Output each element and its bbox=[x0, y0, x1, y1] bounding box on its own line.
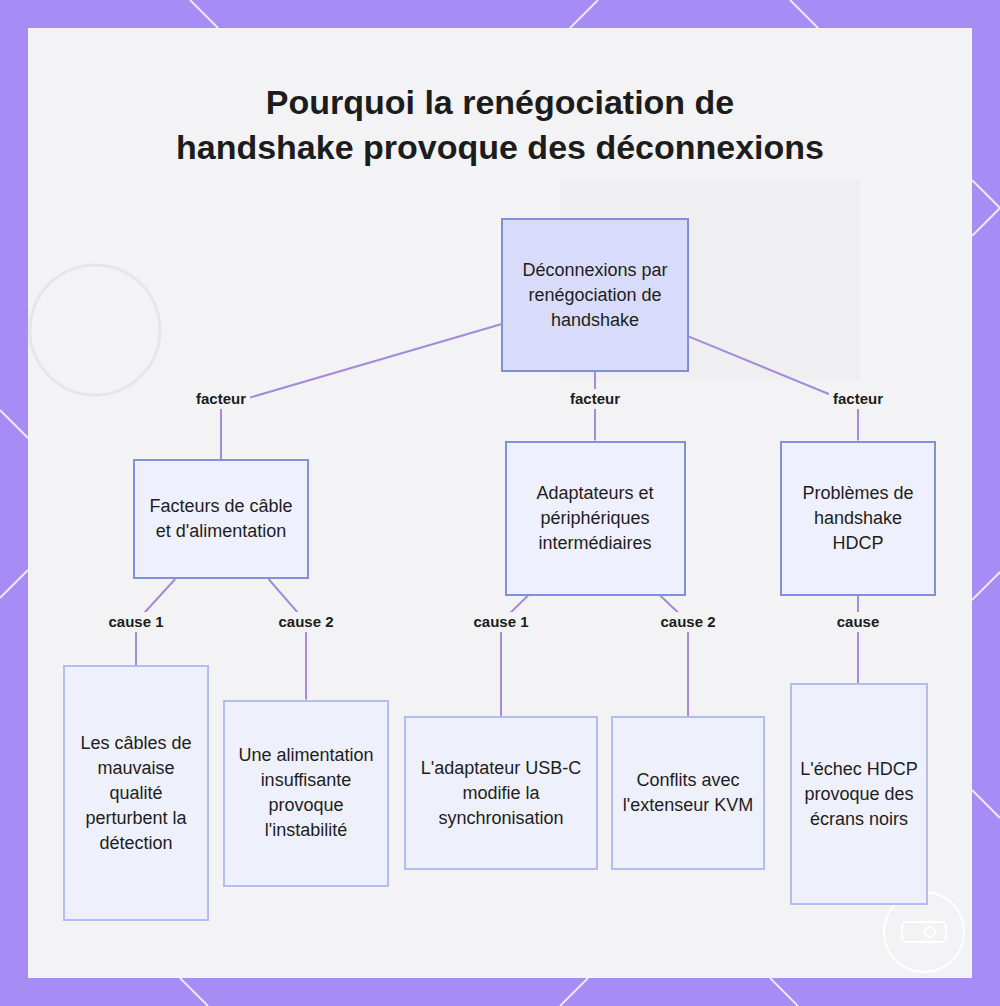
node-text: Facteurs de câble et d'alimentation bbox=[143, 494, 299, 544]
connector bbox=[857, 596, 859, 684]
node-text: Déconnexions par renégociation de handsh… bbox=[511, 258, 679, 333]
edge-label: facteur bbox=[192, 389, 250, 409]
edge-label: facteur bbox=[566, 389, 624, 409]
node-text: Problèmes de handshake HDCP bbox=[790, 481, 926, 556]
panel bbox=[28, 28, 972, 978]
edge-label: cause 1 bbox=[104, 612, 167, 632]
edge-label: cause 2 bbox=[274, 612, 337, 632]
root-box: Déconnexions par renégociation de handsh… bbox=[501, 218, 689, 372]
node-text: Une alimentation insuffisante provoque l… bbox=[233, 743, 379, 843]
cause-box: Les câbles de mauvaise qualité perturben… bbox=[63, 665, 209, 921]
edge-label: cause bbox=[833, 612, 884, 632]
edge-label: cause 1 bbox=[469, 612, 532, 632]
factor-box: Facteurs de câble et d'alimentation bbox=[133, 459, 309, 579]
blurred-circle bbox=[30, 265, 160, 395]
cause-box: Une alimentation insuffisante provoque l… bbox=[223, 700, 389, 887]
node-text: Adaptateurs et périphériques intermédiai… bbox=[515, 481, 676, 556]
edge-label: cause 2 bbox=[656, 612, 719, 632]
cause-box: L'échec HDCP provoque des écrans noirs bbox=[790, 683, 928, 905]
factor-box: Problèmes de handshake HDCP bbox=[780, 441, 936, 596]
connector bbox=[269, 579, 306, 700]
node-text: L'adaptateur USB-C modifie la synchronis… bbox=[414, 756, 588, 831]
factor-box: Adaptateurs et périphériques intermédiai… bbox=[505, 441, 686, 596]
cause-box: L'adaptateur USB-C modifie la synchronis… bbox=[404, 716, 598, 870]
connector bbox=[221, 324, 501, 459]
diagram-title: Pourquoi la renégociation de handshake p… bbox=[100, 80, 900, 170]
node-text: Conflits avec l'extenseur KVM bbox=[621, 768, 755, 818]
node-text: Les câbles de mauvaise qualité perturben… bbox=[73, 731, 199, 856]
cause-box: Conflits avec l'extenseur KVM bbox=[611, 716, 765, 870]
edge-label: facteur bbox=[829, 389, 887, 409]
node-text: L'échec HDCP provoque des écrans noirs bbox=[800, 757, 918, 832]
